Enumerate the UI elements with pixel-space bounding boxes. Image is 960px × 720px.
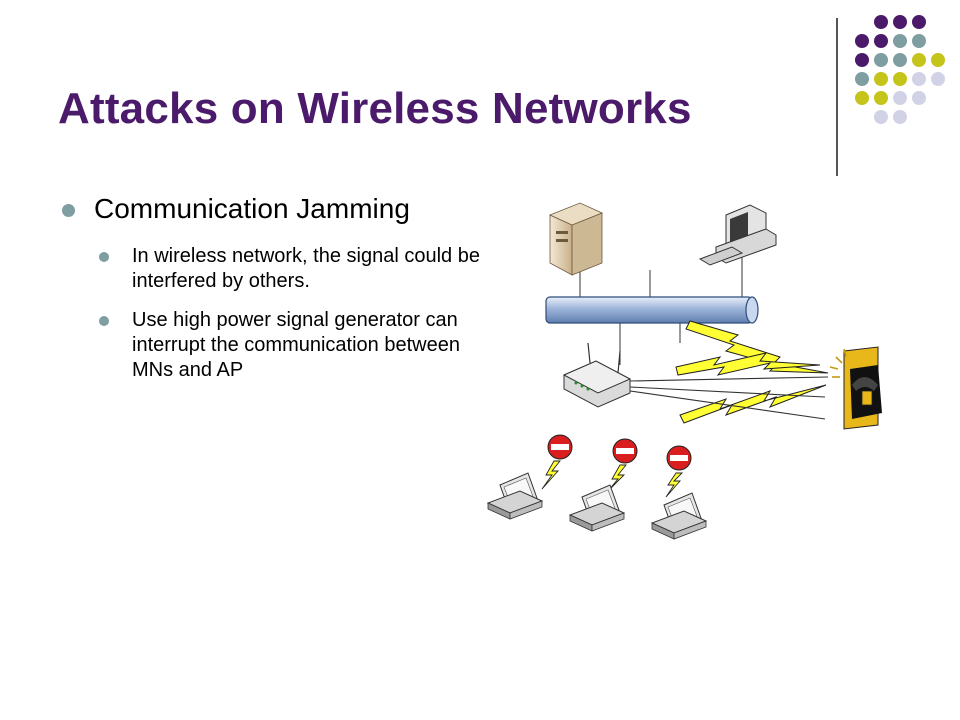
access-point-icon: [562, 342, 632, 408]
sub-bullet-text: Use high power signal generator can inte…: [132, 309, 460, 381]
bullet-item: Communication Jamming: [60, 190, 480, 228]
sub-bullet-list: In wireless network, the signal could be…: [60, 244, 480, 383]
decorative-dot: [912, 34, 926, 48]
decorative-dot: [874, 53, 888, 67]
network-bus-icon: [545, 296, 759, 324]
decorative-dot: [874, 34, 888, 48]
sub-bullet-dot-icon: [99, 252, 109, 262]
decorative-dot: [855, 34, 869, 48]
jammer-device-icon: [829, 346, 882, 430]
decorative-dot: [874, 110, 888, 124]
bullet-dot-icon: [62, 204, 75, 217]
jamming-diagram: [486, 202, 882, 540]
decorative-dot: [912, 15, 926, 29]
desktop-computer-icon: [698, 204, 777, 266]
decorative-dot: [855, 53, 869, 67]
stop-sign-icon: [547, 434, 573, 460]
decorative-dot: [912, 91, 926, 105]
stop-sign-icon: [612, 438, 638, 464]
laptop-icon: [650, 492, 708, 540]
laptop-icon: [568, 484, 626, 532]
title-divider-line: [836, 18, 838, 176]
sub-bullet-item: Use high power signal generator can inte…: [60, 308, 480, 383]
decorative-dot: [912, 72, 926, 86]
decorative-dot: [893, 91, 907, 105]
decorative-dot: [912, 53, 926, 67]
decorative-dot: [931, 72, 945, 86]
laptop-icon: [486, 472, 544, 520]
decorative-dot: [931, 53, 945, 67]
sub-bullet-item: In wireless network, the signal could be…: [60, 244, 480, 294]
decorative-dot: [874, 91, 888, 105]
slide-title: Attacks on Wireless Networks: [58, 84, 692, 133]
decorative-dot: [874, 15, 888, 29]
decorative-dot: [893, 53, 907, 67]
decorative-dot: [893, 72, 907, 86]
lightning-icon: [541, 460, 684, 498]
decorative-dot: [855, 72, 869, 86]
bullet-list: Communication Jamming In wireless networ…: [60, 190, 480, 397]
decorative-dot: [874, 72, 888, 86]
sub-bullet-dot-icon: [99, 316, 109, 326]
stop-sign-icon: [666, 445, 692, 471]
sub-bullet-text: In wireless network, the signal could be…: [132, 245, 480, 292]
decorative-dot: [893, 34, 907, 48]
decorative-dot: [855, 91, 869, 105]
bullet-text: Communication Jamming: [94, 193, 410, 224]
decorative-dot: [893, 110, 907, 124]
lightning-icon: [675, 320, 829, 424]
signal-lines: [629, 376, 829, 420]
decorative-dot: [893, 15, 907, 29]
decorative-dot-grid: [855, 15, 945, 124]
server-icon: [548, 202, 604, 276]
